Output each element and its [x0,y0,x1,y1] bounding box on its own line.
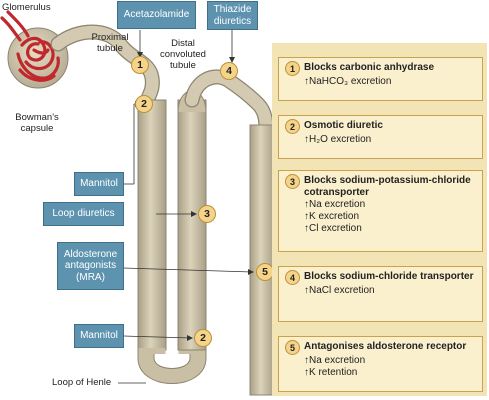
info-box-effect: ↑H₂O excretion [304,134,372,145]
info-box-title: Blocks carbonic anhydrase [304,62,435,73]
marker-thiazide: 4 [220,62,238,80]
info-box-effect: ↑Na excretion [304,199,366,210]
info-box-effect: ↑Cl excretion [304,223,362,234]
info-box-4: 4 Blocks sodium-chloride transporter ↑Na… [278,266,483,322]
info-box-number: 5 [285,340,300,355]
leader-lines [118,30,253,384]
marker-mannitol-top: 2 [135,95,153,113]
acetazolamide-label: Acetazolamide [123,9,190,21]
distal-tubule-label: Distal convoluted tubule [160,38,206,71]
loop-of-henle-label: Loop of Henle [52,377,112,388]
mannitol-top-label: Mannitol [80,178,118,190]
thiazide-label: Thiazide diuretics [213,4,252,27]
loop-bottom-shape [137,349,207,384]
info-box-effect: ↑Na excretion [304,355,366,366]
collecting-duct-shape [249,124,275,396]
aldosterone-antagonists-box: Aldosterone antagonists (MRA) [57,242,124,290]
info-box-effect: ↑K retention [304,367,358,378]
info-box-number: 3 [285,174,300,189]
info-box-1: 1 Blocks carbonic anhydrase ↑NaHCO₃ excr… [278,57,483,101]
mannitol-bottom-label: Mannitol [80,330,118,342]
info-box-title: Blocks sodium-chloride transporter [304,271,474,282]
marker-loop-diuretics: 3 [198,205,216,223]
loop-diuretics-box: Loop diuretics [43,202,124,226]
info-box-number: 4 [285,270,300,285]
info-box-number: 1 [285,61,300,76]
mannitol-top-box: Mannitol [74,172,124,196]
loop-diuretics-label: Loop diuretics [52,208,115,220]
marker-acetazolamide: 1 [131,56,149,74]
info-box-effect: ↑K excretion [304,211,360,222]
info-box-number: 2 [285,119,300,134]
thiazide-box: Thiazide diuretics [207,1,258,30]
glomerulus-shape [0,10,60,82]
info-box-2: 2 Osmotic diuretic ↑H₂O excretion [278,115,483,159]
bowmans-capsule-label: Bowman's capsule [15,112,59,134]
marker-mannitol-bottom: 2 [194,329,212,347]
descending-limb-shape [137,99,167,351]
acetazolamide-box: Acetazolamide [117,1,196,29]
info-box-3: 3 Blocks sodium-potassium-chloride cotra… [278,170,483,252]
info-box-effect: ↑NaHCO₃ excretion [304,76,392,87]
info-box-title: Osmotic diuretic [304,120,383,131]
ascending-limb-shape [177,99,207,351]
info-box-5: 5 Antagonises aldosterone receptor ↑Na e… [278,336,483,392]
info-box-title: Antagonises aldosterone receptor [304,341,467,352]
proximal-tubule-label: Proximal tubule [91,32,129,54]
mannitol-bottom-box: Mannitol [74,324,124,348]
info-box-title: Blocks sodium-potassium-chloride cotrans… [304,175,471,198]
aldosterone-antagonists-label: Aldosterone antagonists (MRA) [63,248,118,283]
info-box-effect: ↑NaCl excretion [304,285,375,296]
glomerulus-label: Glomerulus [2,2,51,13]
